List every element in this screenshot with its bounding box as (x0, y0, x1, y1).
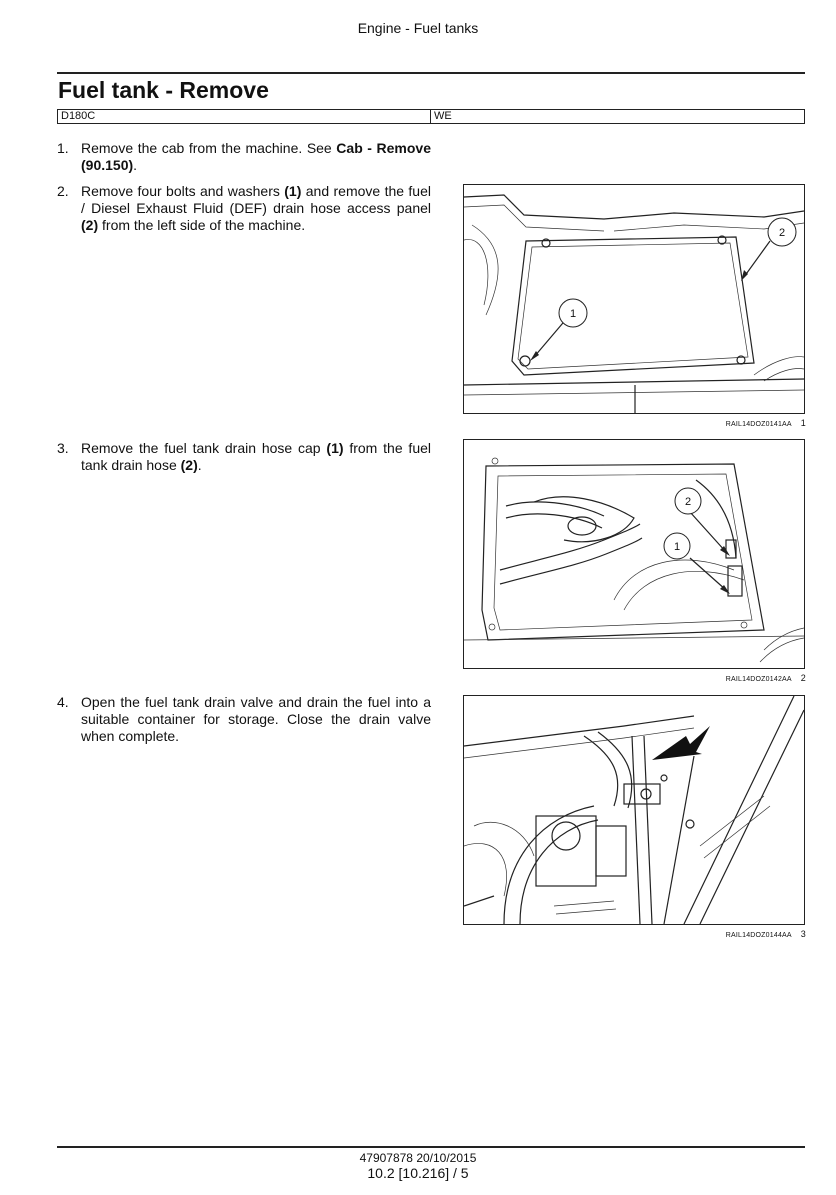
figure-number: 2 (800, 673, 806, 683)
drain-valve-illustration (464, 696, 804, 924)
step-number: 3. (57, 440, 69, 456)
figure-number: 3 (800, 929, 806, 939)
footer-rule (57, 1146, 805, 1148)
page-header: Engine - Fuel tanks (357, 20, 479, 36)
step-4: 4. Open the fuel tank drain valve and dr… (57, 694, 431, 745)
figure-2-caption: RAIL14DOZ0142AA 2 (463, 673, 806, 683)
svg-text:1: 1 (674, 541, 680, 553)
step-2: 2. Remove four bolts and washers (1) and… (57, 183, 431, 234)
drain-hose-illustration: 2 1 (464, 457, 804, 663)
figure-code: RAIL14DOZ0141AA (725, 421, 792, 428)
figure-3-caption: RAIL14DOZ0144AA 3 (463, 929, 806, 939)
access-panel-illustration: 1 2 (464, 194, 804, 413)
svg-text:2: 2 (779, 227, 785, 239)
page-title: Fuel tank - Remove (58, 77, 269, 103)
step-number: 4. (57, 694, 69, 710)
page-number: 10.2 [10.216] / 5 (367, 1165, 469, 1181)
header-rule (57, 72, 805, 74)
figure-code: RAIL14DOZ0142AA (725, 676, 792, 683)
cross-reference-link[interactable]: Cab - Remove (90.150) (81, 140, 432, 173)
svg-text:2: 2 (685, 496, 691, 508)
figure-1-caption: RAIL14DOZ0141AA 1 (463, 418, 806, 428)
figure-2-drain-hose: 2 1 (463, 439, 805, 669)
step-3: 3. Remove the fuel tank drain hose cap (… (57, 440, 431, 474)
figure-code: RAIL14DOZ0144AA (725, 932, 792, 939)
document-id: 47907878 20/10/2015 (359, 1151, 477, 1165)
step-text: Open the fuel tank drain valve and drain… (81, 694, 431, 744)
figure-3-drain-valve (463, 695, 805, 925)
model-cell: D180C (58, 110, 431, 123)
step-text: Remove four bolts and washers (1) and re… (81, 183, 431, 233)
step-text: Remove the fuel tank drain hose cap (1) … (81, 440, 432, 473)
step-number: 1. (57, 140, 69, 156)
step-1: 1. Remove the cab from the machine. See … (57, 140, 431, 174)
figure-number: 1 (800, 418, 806, 428)
figure-1-access-panel: 1 2 (463, 184, 805, 414)
region-cell: WE (434, 110, 452, 122)
step-text: Remove the cab from the machine. See Cab… (81, 140, 432, 173)
step-number: 2. (57, 183, 69, 199)
svg-text:1: 1 (570, 308, 576, 320)
applicability-table: D180C WE (57, 109, 805, 124)
